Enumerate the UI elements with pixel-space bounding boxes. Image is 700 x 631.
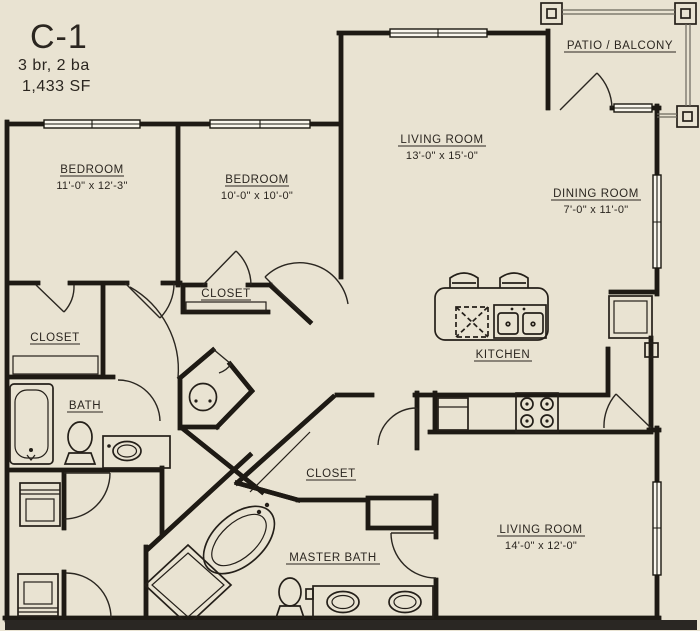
door-kitchen-living — [603, 393, 652, 429]
door-hall-arc — [129, 286, 180, 379]
pantry-box — [644, 342, 659, 358]
closet-shelf — [12, 355, 99, 375]
room-label-bedroom-1: BEDROOM — [60, 164, 124, 176]
kitchen-island — [434, 272, 549, 341]
fixtures — [9, 272, 659, 627]
double-sink-icon — [493, 304, 547, 339]
area-label-closet-bedroom-2: CLOSET — [201, 288, 251, 300]
door-patio — [559, 72, 613, 111]
door-master-bath — [390, 532, 437, 579]
toilet-icon — [63, 421, 97, 465]
door-water-closet — [212, 348, 232, 374]
area-label-bath: BATH — [69, 400, 101, 412]
room-dims-dining-room: 7'-0" x 11'-0" — [564, 204, 629, 216]
double-vanity-icon — [305, 585, 434, 619]
washer-icon — [19, 482, 61, 527]
room-label-living-room-lower: LIVING ROOM — [499, 524, 582, 536]
closet-shelf — [185, 301, 267, 312]
window-living-room-upper — [389, 28, 488, 38]
windows — [43, 28, 662, 576]
unit-name: C-1 — [30, 18, 88, 56]
room-label-living-room-upper: LIVING ROOM — [400, 134, 483, 146]
room-dims-living-room-upper: 13'-0" x 15'-0" — [406, 150, 478, 162]
doors — [35, 72, 652, 619]
bathtub-icon — [9, 383, 54, 465]
tub-faucet-dot — [264, 502, 270, 508]
window-bedroom-2 — [209, 119, 311, 129]
window-living-room-lower — [652, 481, 662, 576]
window-bedroom-1 — [43, 119, 141, 129]
door-laundry — [63, 472, 111, 520]
area-label-kitchen: KITCHEN — [476, 349, 531, 361]
door-closet-master — [377, 407, 418, 448]
unit-area: 1,433 SF — [22, 78, 91, 95]
area-label-closet-bedroom-1: CLOSET — [30, 332, 80, 344]
dryer-icon — [17, 573, 59, 617]
labels: C-1 3 br, 2 ba 1,433 SF BEDROOM 11'-0" x… — [18, 18, 676, 565]
unit-config: 3 br, 2 ba — [18, 57, 90, 74]
window-patio-side — [613, 103, 653, 113]
door-closet-bedroom-1 — [35, 284, 75, 313]
room-dims-living-room-lower: 14'-0" x 12'-0" — [505, 540, 577, 552]
dishwasher-icon — [455, 306, 489, 338]
stove-icon — [515, 392, 559, 433]
base-cabinet — [437, 397, 469, 431]
patio-structure — [540, 2, 699, 128]
area-label-master-bath: MASTER BATH — [289, 552, 377, 564]
room-dims-bedroom-2: 10'-0" x 10'-0" — [221, 190, 293, 202]
door-closet-bedroom-2 — [202, 250, 252, 286]
room-label-dining-room: DINING ROOM — [553, 188, 639, 200]
patio-railing — [562, 9, 691, 118]
bar-stool-icon — [499, 272, 529, 288]
door-hall-lower — [65, 572, 112, 619]
area-label-closet-master: CLOSET — [306, 468, 356, 480]
refrigerator-icon — [608, 295, 653, 339]
area-label-patio: PATIO / BALCONY — [567, 40, 673, 52]
master-tub-icon — [202, 505, 276, 575]
room-label-bedroom-2: BEDROOM — [225, 174, 289, 186]
bar-stool-icon — [449, 272, 479, 288]
footer-bar — [5, 620, 697, 630]
room-dims-bedroom-1: 11'-0" x 12'-3" — [56, 180, 127, 192]
toilet-icon — [274, 577, 306, 619]
tub-faucet-dot — [256, 509, 262, 515]
window-dining-room — [652, 174, 662, 269]
door-bath — [117, 379, 161, 422]
pedestal-sink-icon — [188, 382, 218, 412]
vanity-sink-icon — [102, 435, 171, 469]
closet-rod — [249, 431, 311, 493]
door-bedroom-2 — [264, 262, 349, 313]
